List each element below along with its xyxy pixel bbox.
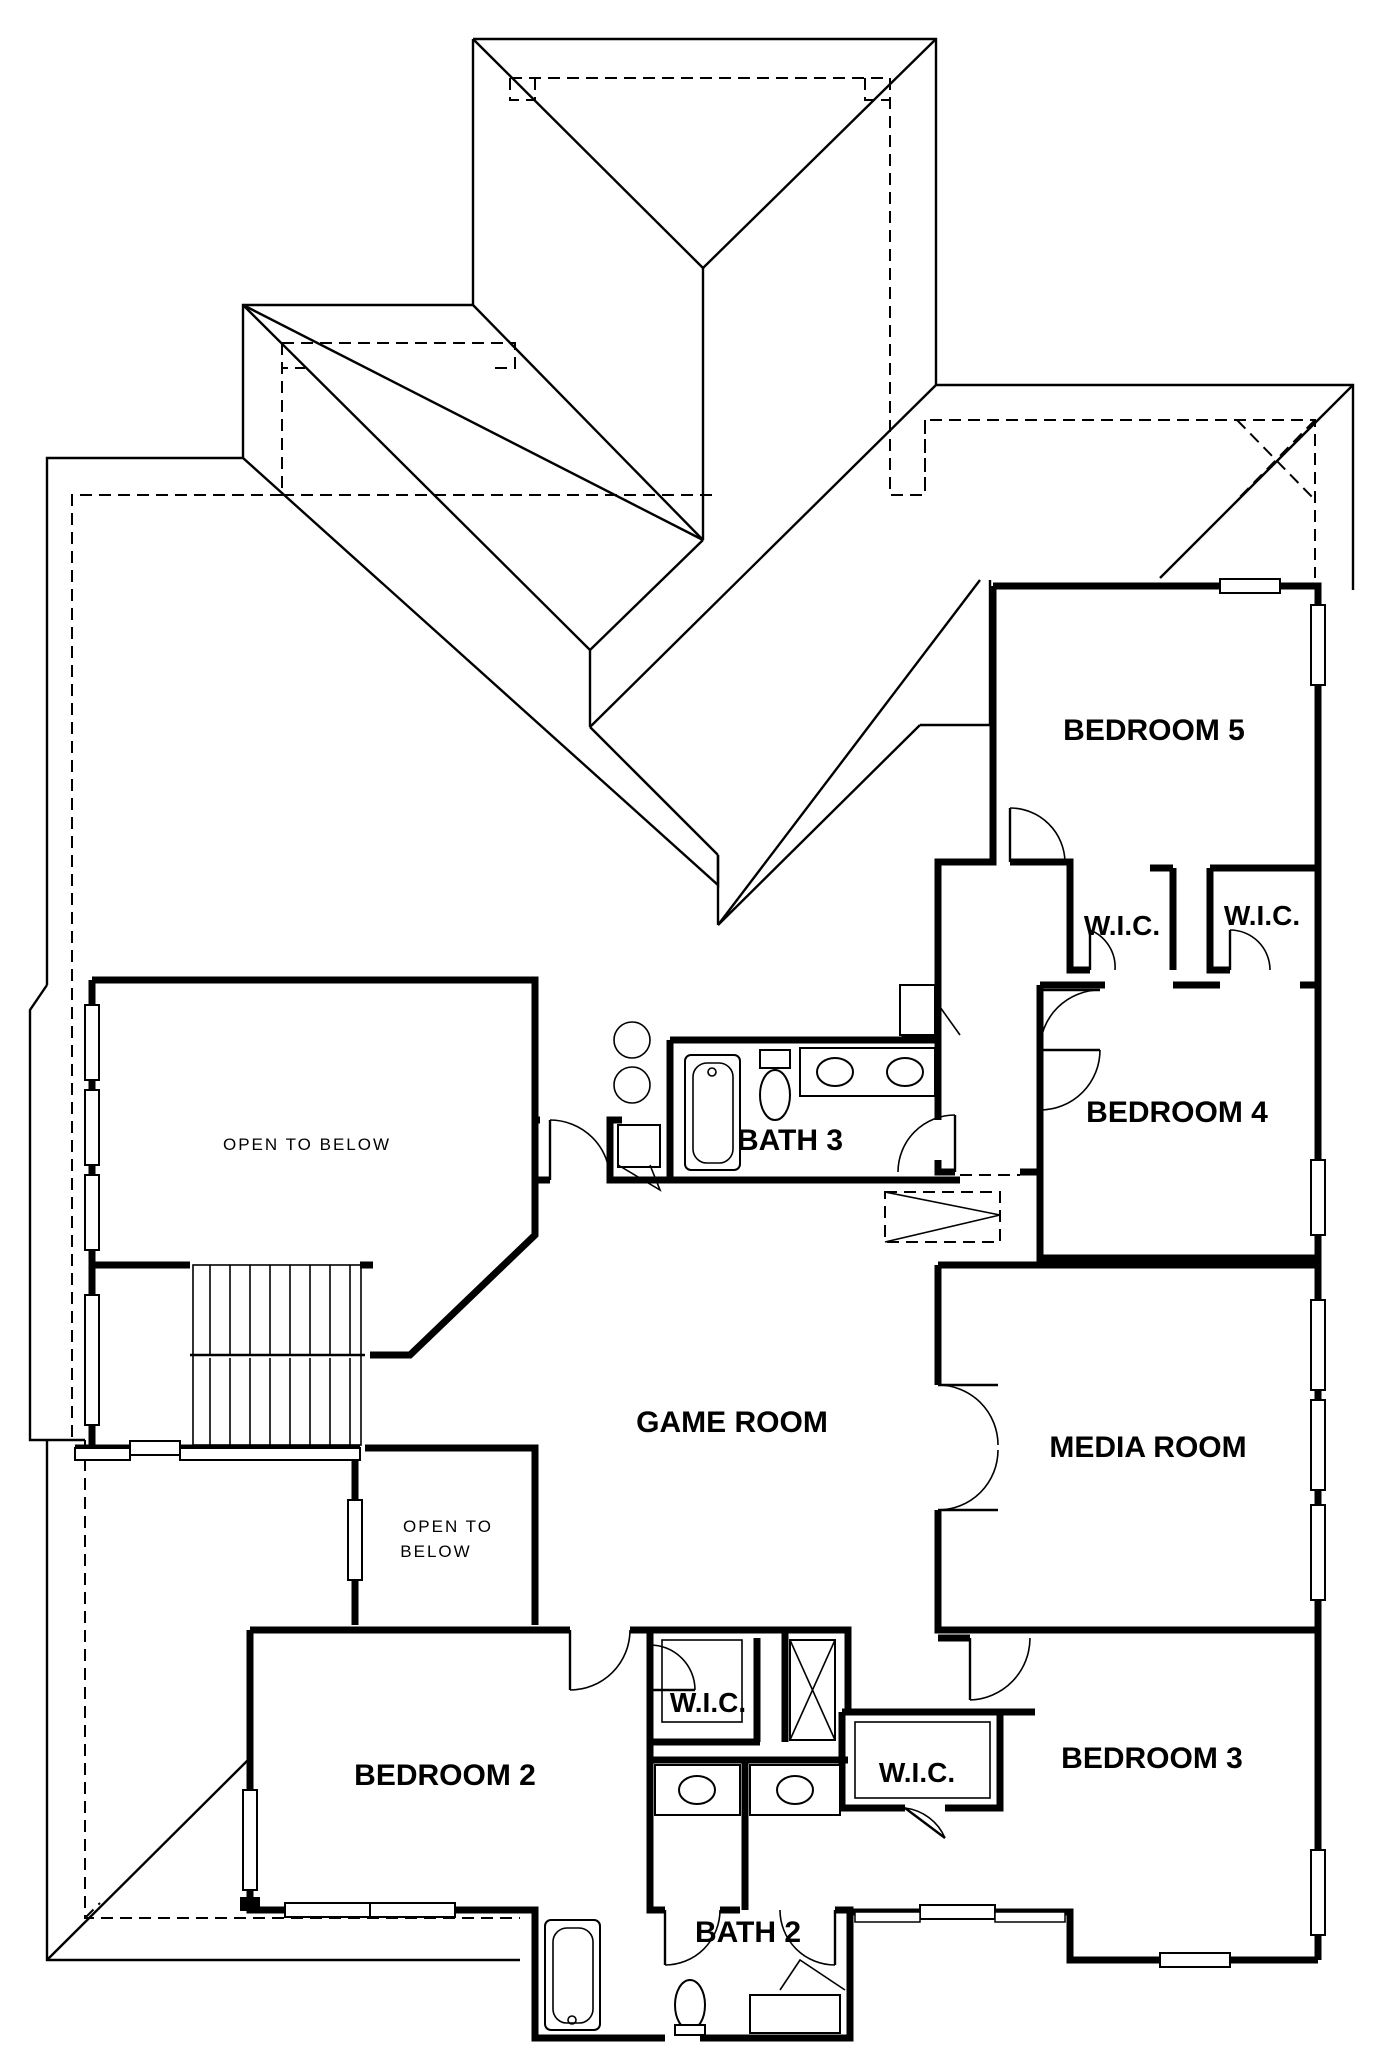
label-bedroom-3: BEDROOM 3 bbox=[1061, 1742, 1243, 1775]
label-bedroom-4: BEDROOM 4 bbox=[1086, 1096, 1268, 1129]
walls bbox=[75, 582, 1322, 2042]
label-wic-bedroom2: W.I.C. bbox=[670, 1687, 746, 1718]
label-open-to-below-small-2: BELOW bbox=[400, 1542, 471, 1561]
stairs bbox=[190, 1264, 365, 1446]
doors bbox=[548, 807, 1271, 1966]
label-wic-bedroom5-a: W.I.C. bbox=[1084, 910, 1160, 941]
roof-outline bbox=[28, 37, 1355, 1962]
label-wic-bedroom3: W.I.C. bbox=[879, 1757, 955, 1788]
label-bedroom-2: BEDROOM 2 bbox=[354, 1759, 536, 1792]
label-open-to-below-small-1: OPEN TO bbox=[403, 1517, 493, 1536]
label-media-room: MEDIA ROOM bbox=[1049, 1431, 1246, 1464]
label-bath-2: BATH 2 bbox=[695, 1916, 801, 1949]
label-wic-bedroom5-b: W.I.C. bbox=[1224, 900, 1300, 931]
windows bbox=[84, 578, 1326, 1968]
label-game-room: GAME ROOM bbox=[636, 1406, 828, 1439]
label-open-to-below: OPEN TO BELOW bbox=[223, 1135, 391, 1154]
label-bath-3: BATH 3 bbox=[737, 1124, 843, 1157]
label-bedroom-5: BEDROOM 5 bbox=[1063, 714, 1245, 747]
fixtures bbox=[74, 984, 1066, 2036]
room-labels: BEDROOM 5 W.I.C. W.I.C. BEDROOM 4 BATH 3… bbox=[223, 714, 1300, 1949]
